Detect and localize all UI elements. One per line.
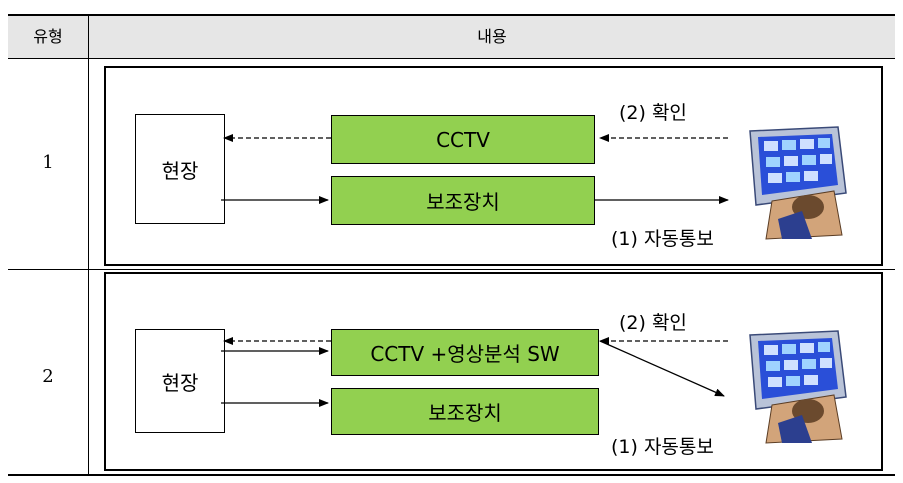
cctv-box: CCTV [331, 115, 595, 164]
auto-notify-label: (1) 자동통보 [611, 436, 714, 458]
site-box: 현장 [135, 329, 225, 433]
type-table: 유형 내용 1 2 현장 CCTV 보조장치 (2) 확인 (1) 자동통보 현… [8, 14, 895, 476]
control-room-operator-icon [749, 330, 847, 444]
confirm-label: (2) 확인 [619, 312, 687, 334]
arrow-analytics-to-operator [599, 340, 725, 397]
site-box: 현장 [135, 114, 225, 224]
aux-device-box: 보조장치 [331, 388, 599, 435]
table-header: 유형 내용 [8, 16, 895, 59]
aux-device-box: 보조장치 [331, 176, 595, 225]
row-2-type: 2 [42, 366, 54, 387]
auto-notify-label: (1) 자동통보 [611, 228, 714, 250]
row-divider [8, 269, 895, 270]
cctv-analytics-box: CCTV +영상분석 SW [331, 329, 599, 376]
row-1-diagram: 현장 CCTV 보조장치 (2) 확인 (1) 자동통보 [104, 66, 883, 266]
header-content: 내용 [477, 27, 507, 46]
header-type: 유형 [33, 27, 63, 46]
row-1-type: 1 [42, 152, 54, 173]
table-top-rule [8, 14, 895, 16]
row-2-diagram: 현장 CCTV +영상분석 SW 보조장치 (2) 확인 (1) 자동통보 [104, 272, 883, 471]
table-bottom-rule [8, 474, 895, 476]
column-divider [88, 16, 89, 474]
confirm-label: (2) 확인 [619, 102, 687, 124]
control-room-operator-icon [749, 126, 847, 240]
